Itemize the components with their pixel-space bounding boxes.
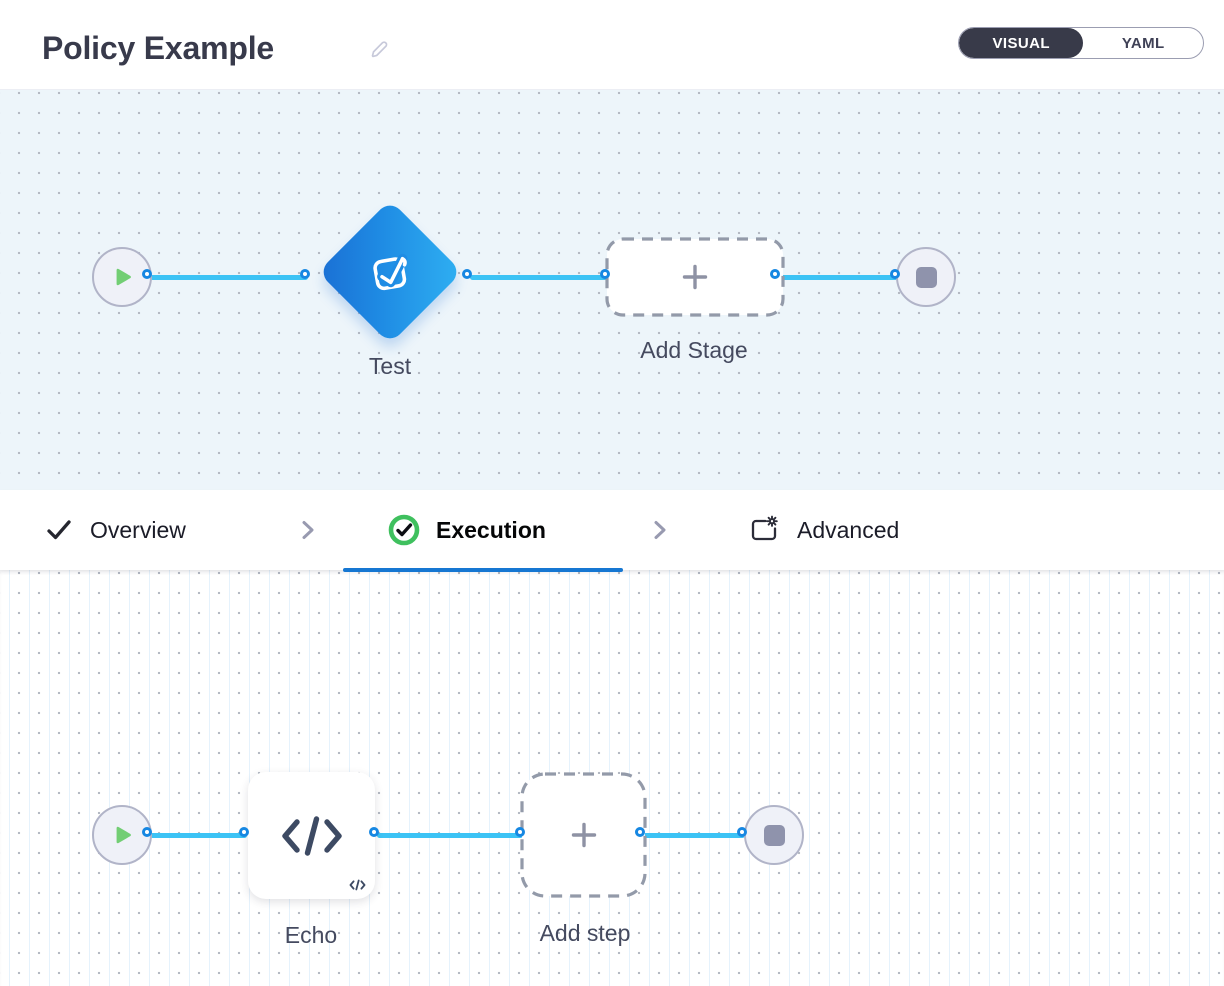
add-step-label: Add step	[539, 920, 631, 946]
port[interactable]	[600, 269, 610, 279]
page-title: Policy Example	[42, 30, 274, 66]
edge-addstep-to-end	[643, 833, 745, 838]
toggle-yaml[interactable]: YAML	[1121, 34, 1165, 52]
edge-start-to-step	[150, 833, 247, 838]
edge-step-to-addstep	[377, 833, 523, 838]
tab-overview[interactable]: Overview	[44, 490, 186, 570]
step-canvas[interactable]: Echo Add step	[0, 570, 1224, 986]
settings-square-gear-icon	[751, 515, 778, 541]
tab-execution-label: Execution	[436, 516, 546, 543]
plus-icon	[678, 260, 712, 294]
add-stage-label: Add Stage	[640, 337, 748, 363]
pipeline-end-node[interactable]	[896, 247, 956, 307]
port[interactable]	[770, 269, 780, 279]
step-node-echo[interactable]	[248, 772, 375, 899]
step-label: Echo	[284, 922, 338, 948]
stage-node-test[interactable]	[317, 199, 463, 345]
port[interactable]	[142, 827, 152, 837]
port[interactable]	[737, 827, 747, 837]
chevron-right-icon	[646, 517, 672, 543]
toggle-visual[interactable]: VISUAL	[959, 28, 1084, 58]
active-tab-underline	[343, 567, 623, 572]
stage-config-tabbar: Overview Execution	[0, 490, 1224, 572]
port[interactable]	[515, 827, 525, 837]
stop-icon	[763, 824, 785, 846]
step-end-node[interactable]	[744, 805, 804, 865]
edit-pencil-icon[interactable]	[366, 36, 392, 62]
stage-label: Test	[368, 353, 412, 379]
tab-execution[interactable]: Execution	[388, 490, 546, 570]
port[interactable]	[369, 827, 379, 837]
visual-yaml-toggle: VISUAL YAML	[958, 27, 1204, 59]
tab-overview-label: Overview	[90, 516, 186, 543]
check-icon	[47, 520, 71, 540]
stop-icon	[915, 266, 937, 288]
port[interactable]	[142, 269, 152, 279]
port[interactable]	[300, 269, 310, 279]
tab-advanced-label: Advanced	[797, 516, 900, 543]
port[interactable]	[890, 269, 900, 279]
port[interactable]	[462, 269, 472, 279]
plus-icon	[567, 818, 601, 852]
edge-stage-to-addstage	[470, 275, 608, 280]
port[interactable]	[239, 827, 249, 837]
tab-advanced[interactable]: Advanced	[747, 490, 899, 570]
edge-addstage-to-end	[778, 275, 898, 280]
chevron-right-icon	[294, 517, 320, 543]
code-badge-icon	[349, 879, 366, 891]
check-circle-green-icon	[388, 514, 420, 546]
edge-start-to-stage	[150, 275, 308, 280]
stage-canvas[interactable]: Test Add Stage	[0, 90, 1224, 490]
port[interactable]	[635, 827, 645, 837]
play-icon	[116, 826, 131, 844]
header: Policy Example VISUAL YAML	[0, 0, 1224, 90]
play-icon	[116, 268, 131, 286]
code-icon	[281, 815, 342, 856]
